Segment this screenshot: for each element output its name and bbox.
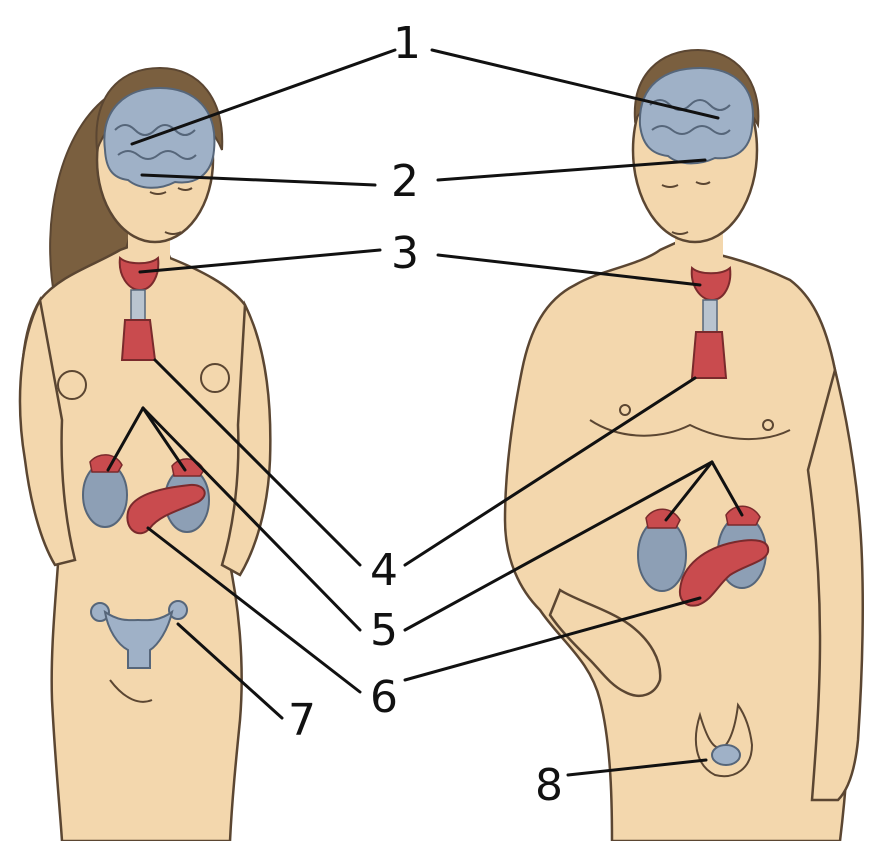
label-3: 3 [391, 228, 419, 279]
female-brain [104, 88, 214, 188]
male-testes [712, 745, 740, 765]
label-5: 5 [370, 605, 398, 656]
label-4: 4 [370, 545, 398, 596]
label-8: 8 [535, 760, 563, 811]
male-trachea [703, 300, 717, 332]
female-thymus [122, 320, 155, 360]
label-2: 2 [391, 156, 419, 207]
male-kidney-left [638, 519, 686, 591]
male-thymus [692, 332, 726, 378]
male-brain [640, 68, 753, 163]
label-1: 1 [393, 18, 421, 69]
label-7: 7 [288, 695, 316, 746]
label-6: 6 [370, 672, 398, 723]
female-trachea [131, 290, 145, 320]
